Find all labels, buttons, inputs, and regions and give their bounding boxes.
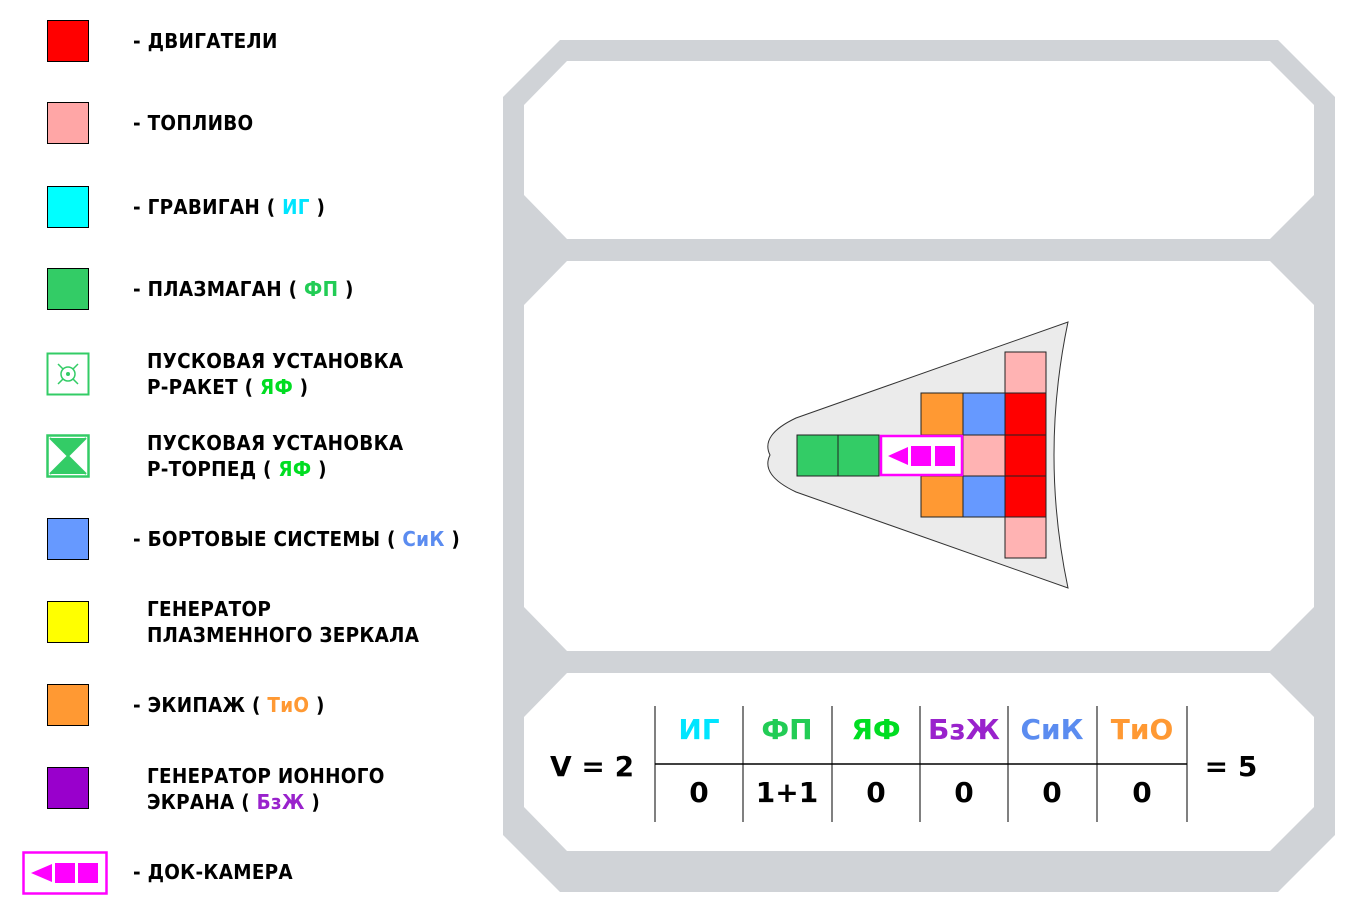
gravigun-label: - ГРАВИГАН ( ИГ ) (133, 193, 325, 221)
plasma-mirror-line1: ГЕНЕРАТОР (147, 597, 272, 621)
module-dock-chamber (879, 434, 964, 477)
torpedo-launcher-abbr: ЯФ (278, 457, 312, 481)
value-yaf: 0 (866, 776, 885, 809)
crew-tail: ) (316, 693, 325, 717)
module-engine (1004, 392, 1047, 436)
torpedo-launcher-line2: Р-ТОРПЕД ( ЯФ ) (147, 455, 327, 483)
module-systems (962, 392, 1006, 436)
rocket-launcher-line1: ПУСКОВАЯ УСТАНОВКА (147, 349, 404, 373)
gravigun-swatch (47, 186, 89, 228)
legend-item-dock: - ДОК-КАМЕРА (0, 851, 480, 911)
header-bzzh: БзЖ (928, 713, 1000, 746)
plasmagun-label-text: - ПЛАЗМАГАН ( (133, 277, 298, 301)
legend-item-engines: - ДВИГАТЕЛИ (0, 20, 480, 80)
legend-item-plasma-mirror: ГЕНЕРАТОР ПЛАЗМЕННОГО ЗЕРКАЛА (0, 597, 480, 661)
value-fp: 1+1 (756, 776, 818, 809)
torpedo-launcher-tail: ) (318, 457, 327, 481)
legend-item-ion-screen: ГЕНЕРАТОР ИОННОГО ЭКРАНА ( БзЖ ) (0, 764, 480, 827)
ion-screen-tail: ) (311, 790, 321, 814)
legend-item-onboard-systems: - БОРТОВЫЕ СИСТЕМЫ ( СиК ) (0, 518, 480, 578)
plasma-mirror-line2: ПЛАЗМЕННОГО ЗЕРКАЛА (147, 623, 420, 647)
fuel-label: - ТОПЛИВО (133, 111, 254, 135)
crew-label-text: - ЭКИПАЖ ( (133, 693, 261, 717)
top-panel (524, 61, 1314, 239)
rocket-launcher-line2-text: Р-РАКЕТ ( (147, 375, 254, 399)
header-yaf: ЯФ (851, 713, 900, 746)
plasma-mirror-swatch (47, 601, 89, 643)
header-tio: ТиО (1111, 713, 1174, 746)
velocity-label: V = 2 (550, 750, 634, 783)
crew-label: - ЭКИПАЖ ( ТиО ) (133, 691, 325, 719)
torpedo-launcher-icon (46, 434, 90, 478)
legend-item-gravigun: - ГРАВИГАН ( ИГ ) (0, 186, 480, 246)
module-crew (920, 392, 964, 436)
onboard-systems-tail: ) (451, 527, 461, 551)
gravigun-label-text: - ГРАВИГАН ( (133, 195, 276, 219)
value-sik: 0 (1042, 776, 1061, 809)
legend-item-crew: - ЭКИПАЖ ( ТиО ) (0, 684, 480, 744)
dock-chamber-icon (22, 851, 108, 895)
rocket-launcher-tail: ) (299, 375, 309, 399)
header-fp: ФП (761, 713, 812, 746)
torpedo-launcher-line2-text: Р-ТОРПЕД ( (147, 457, 272, 481)
legend-item-rocket-launcher: ПУСКОВАЯ УСТАНОВКА Р-РАКЕТ ( ЯФ ) (0, 349, 480, 412)
gravigun-abbr: ИГ (282, 195, 310, 219)
onboard-systems-abbr: СиК (402, 527, 445, 551)
module-engine (1004, 434, 1047, 477)
module-systems (962, 475, 1006, 518)
crew-abbr: ТиО (267, 693, 310, 717)
plasmagun-abbr: ФП (304, 277, 339, 301)
module-plasmagun (837, 434, 880, 477)
onboard-systems-swatch (47, 518, 89, 560)
onboard-systems-label: - БОРТОВЫЕ СИСТЕМЫ ( СиК ) (133, 525, 460, 553)
ion-screen-line1: ГЕНЕРАТОР ИОННОГО (147, 764, 385, 788)
module-plasmagun (796, 434, 839, 477)
value-ig: 0 (689, 776, 708, 809)
engines-label: - ДВИГАТЕЛИ (133, 29, 278, 53)
rocket-launcher-line2: Р-РАКЕТ ( ЯФ ) (147, 373, 308, 401)
legend-item-plasmagun: - ПЛАЗМАГАН ( ФП ) (0, 268, 480, 328)
onboard-systems-label-text: - БОРТОВЫЕ СИСТЕМЫ ( (133, 527, 396, 551)
rocket-launcher-icon (46, 352, 90, 396)
bottom-panel (524, 673, 1314, 851)
plasmagun-tail: ) (344, 277, 354, 301)
plasmagun-swatch (47, 268, 89, 310)
crew-swatch (47, 684, 89, 726)
rocket-launcher-abbr: ЯФ (260, 375, 293, 399)
header-sik: СиК (1020, 713, 1083, 746)
module-fuel (1004, 516, 1047, 559)
module-fuel (1004, 351, 1047, 394)
ship-modules (796, 351, 1047, 559)
header-ig: ИГ (678, 713, 719, 746)
engines-swatch (47, 20, 89, 62)
module-fuel (962, 434, 1006, 477)
legend-item-torpedo-launcher: ПУСКОВАЯ УСТАНОВКА Р-ТОРПЕД ( ЯФ ) (0, 431, 480, 494)
value-tio: 0 (1132, 776, 1151, 809)
legend-item-fuel: - ТОПЛИВО (0, 102, 480, 162)
plasmagun-label: - ПЛАЗМАГАН ( ФП ) (133, 275, 354, 303)
ion-screen-line2: ЭКРАНА ( БзЖ ) (147, 788, 320, 816)
ion-screen-swatch (47, 767, 89, 809)
gravigun-tail: ) (316, 195, 326, 219)
fuel-swatch (47, 102, 89, 144)
total-value: = 5 (1205, 750, 1258, 783)
module-crew (920, 475, 964, 518)
stats-table: V = 2 ИГ ФП ЯФ БзЖ СиК ТиО 0 1+1 0 0 0 0… (550, 706, 1257, 822)
value-bzzh: 0 (954, 776, 973, 809)
module-engine (1004, 475, 1047, 518)
torpedo-launcher-line1: ПУСКОВАЯ УСТАНОВКА (147, 431, 404, 455)
dock-label: - ДОК-КАМЕРА (133, 860, 293, 884)
ion-screen-line2-text: ЭКРАНА ( (147, 790, 250, 814)
ion-screen-abbr: БзЖ (256, 790, 305, 814)
